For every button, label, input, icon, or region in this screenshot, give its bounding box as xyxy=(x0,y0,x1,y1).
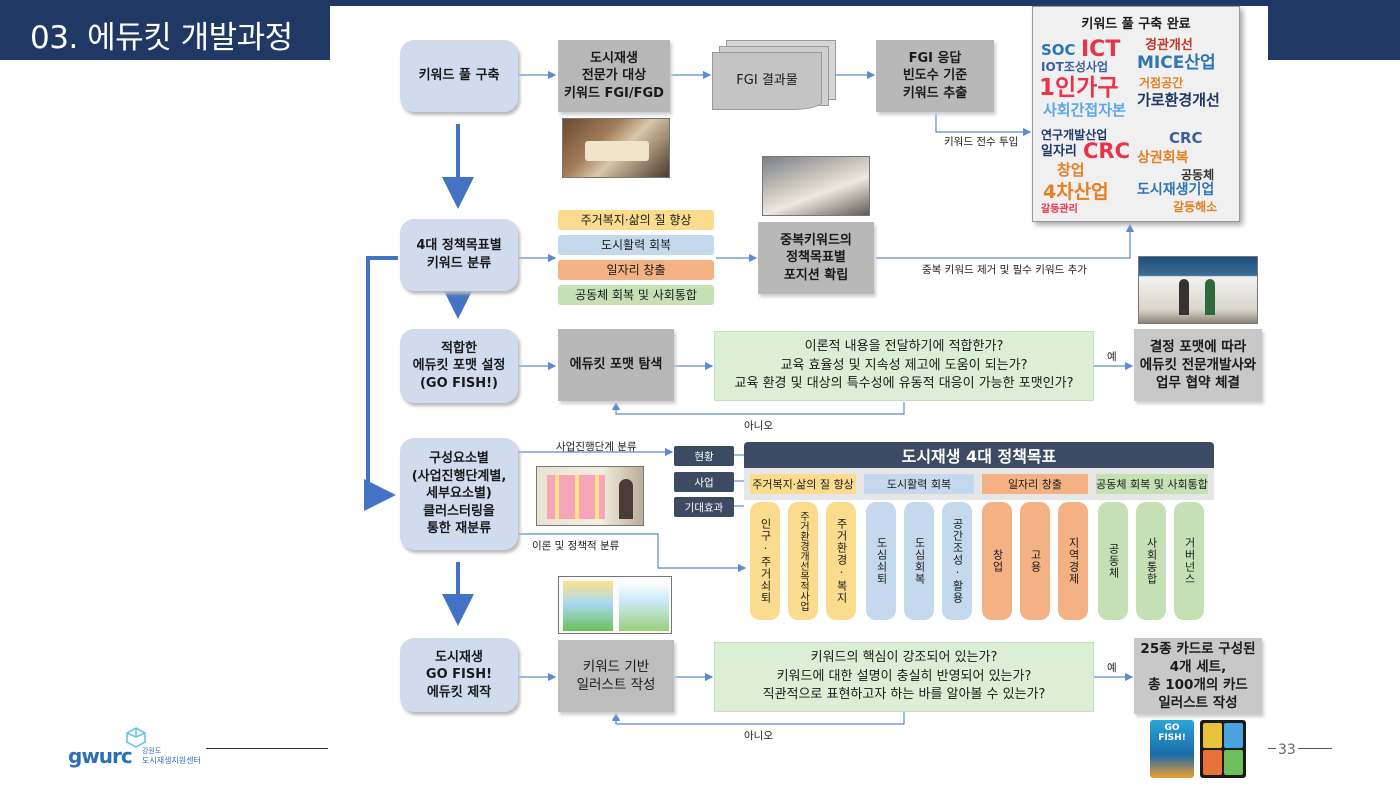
cloud-word: SOC xyxy=(1041,43,1076,58)
keyword-extract-box: FGI 응답 빈도수 기준 키워드 추출 xyxy=(876,40,994,112)
keyword-card: 도심회복 xyxy=(904,502,934,620)
cloud-word: MICE산업 xyxy=(1137,55,1216,72)
theory-label: 이론 및 정책적 분류 xyxy=(532,538,619,553)
goal-community: 공동체 회복 및 사회통합 xyxy=(1096,474,1208,494)
org-line-2: 도시재생지원센터 xyxy=(142,755,201,766)
no-label: 아니오 xyxy=(744,418,773,433)
illustration-box: 키워드 기반 일러스트 작성 xyxy=(558,640,674,712)
keyword-card: 주거환경개선목적사업 xyxy=(788,502,818,620)
cloud-word: 1인가구 xyxy=(1039,77,1118,100)
policy-housing: 주거복지·삶의 질 향상 xyxy=(558,210,714,230)
keyword-card: 고용 xyxy=(1020,502,1050,620)
cloud-word: 갈등관리 xyxy=(1041,205,1078,215)
loop-arrow xyxy=(368,258,398,495)
cloud-word: CRC xyxy=(1083,141,1130,162)
goal-banner: 도시재생 4대 정책목표 xyxy=(744,442,1214,468)
fgi-meeting-photo xyxy=(562,118,670,178)
input-label: 키워드 전수 투입 xyxy=(944,134,1018,149)
card-set-grid xyxy=(1200,720,1246,778)
cloud-word: 사회간접자본 xyxy=(1043,103,1126,118)
keyword-cloud-panel: 키워드 풀 구축 완료 SOC ICT IOT조성사업 1인가구 사회간접자본 … xyxy=(1032,6,1240,222)
step-policy-classification: 4대 정책목표별 키워드 분류 xyxy=(400,219,518,291)
keyword-card: 사회통합 xyxy=(1136,502,1166,620)
cloud-word: 경관개선 xyxy=(1145,39,1193,52)
goal-housing: 주거복지·삶의 질 향상 xyxy=(750,474,856,494)
cloud-word: IOT조성사업 xyxy=(1041,61,1108,73)
keyword-card: 거버넌스 xyxy=(1174,502,1204,620)
org-logo: gwurc 강원도 도시재생지원센터 xyxy=(68,726,208,766)
cloud-word: 가로환경개선 xyxy=(1137,93,1220,108)
cloud-word: 거점공간 xyxy=(1139,77,1183,89)
cloud-word: 상권회복 xyxy=(1137,151,1189,165)
no-label: 아니오 xyxy=(744,728,773,743)
tag-status: 현황 xyxy=(674,446,734,466)
position-box: 중복키워드의 정책목표별 포지션 확립 xyxy=(758,222,874,294)
cloud-word: ICT xyxy=(1081,39,1120,61)
goal-vitality: 도시활력 회복 xyxy=(864,474,974,494)
step-format-setting: 적합한 에듀킷 포맷 설정 (GO FISH!) xyxy=(400,329,518,403)
dedupe-label: 중복 키워드 제거 및 필수 키워드 추가 xyxy=(922,262,1087,277)
keyword-card: 인구·주거쇠퇴 xyxy=(750,502,780,620)
keyword-card: 주거환경·복지 xyxy=(826,502,856,620)
goal-jobs: 일자리 창출 xyxy=(982,474,1088,494)
cloud-word: 갈등해소 xyxy=(1173,201,1217,213)
page-number: 33 xyxy=(1276,742,1298,758)
yes-label: 예 xyxy=(1107,349,1117,364)
cloud-word: CRC xyxy=(1169,131,1203,146)
tag-effect: 기대효과 xyxy=(674,497,734,517)
illustration-samples xyxy=(558,576,672,634)
format-criteria: 이론적 내용을 전달하기에 적합한가? 교육 효율성 및 지속성 제고에 도움이… xyxy=(714,331,1094,401)
cloud-word: 4차산업 xyxy=(1043,183,1109,202)
agreement-photo xyxy=(1138,256,1258,324)
cloud-title: 키워드 풀 구축 완료 xyxy=(1033,13,1239,32)
position-meeting-photo xyxy=(762,156,870,216)
stage-label: 사업진행단계 분류 xyxy=(556,439,637,454)
illustration-criteria: 키워드의 핵심이 강조되어 있는가? 키워드에 대한 설명이 충실히 반영되어 … xyxy=(714,642,1094,712)
policy-community: 공동체 회복 및 사회통합 xyxy=(558,285,714,305)
keyword-card: 공동체 xyxy=(1098,502,1128,620)
fgi-box: 도시재생 전문가 대상 키워드 FGI/FGD xyxy=(558,40,670,112)
fgi-result-stack: FGI 결과물 xyxy=(712,40,838,112)
cloud-word: 창업 xyxy=(1057,163,1085,178)
card-result: 25종 카드로 구성된 4개 세트, 총 100개의 카드 일러스트 작성 xyxy=(1134,638,1262,714)
policy-vitality: 도시활력 회복 xyxy=(558,235,714,255)
step-keyword-pool: 키워드 풀 구축 xyxy=(400,40,518,112)
cloud-word: 공동체 xyxy=(1181,169,1214,181)
keyword-card: 지역경제 xyxy=(1058,502,1088,620)
format-explore-box: 에듀킷 포맷 탐색 xyxy=(558,329,674,401)
cloud-word: 일자리 xyxy=(1041,145,1077,158)
brand-text: gwurc xyxy=(68,744,132,768)
clustering-photo xyxy=(536,466,644,526)
game-box-cover: GO FISH! xyxy=(1150,720,1194,778)
agreement-result: 결정 포맷에 따라 에듀킷 전문개발사와 업무 협약 체결 xyxy=(1134,329,1262,401)
keyword-card: 도심쇠퇴 xyxy=(866,502,896,620)
tag-project: 사업 xyxy=(674,472,734,492)
keyword-card: 공간조성·활용 xyxy=(942,502,972,620)
yes-label: 예 xyxy=(1107,660,1117,675)
policy-jobs: 일자리 창출 xyxy=(558,260,714,280)
cloud-word: 도시재생기업 xyxy=(1137,183,1214,197)
step-edukit-production: 도시재생 GO FISH! 에듀킷 제작 xyxy=(400,638,518,712)
step-clustering: 구성요소별 (사업진행단계별, 세부요소별) 클러스터링을 통한 재분류 xyxy=(400,438,518,550)
keyword-card: 창업 xyxy=(982,502,1012,620)
fgi-result-label: FGI 결과물 xyxy=(712,52,822,110)
footer-line-left xyxy=(206,748,328,749)
